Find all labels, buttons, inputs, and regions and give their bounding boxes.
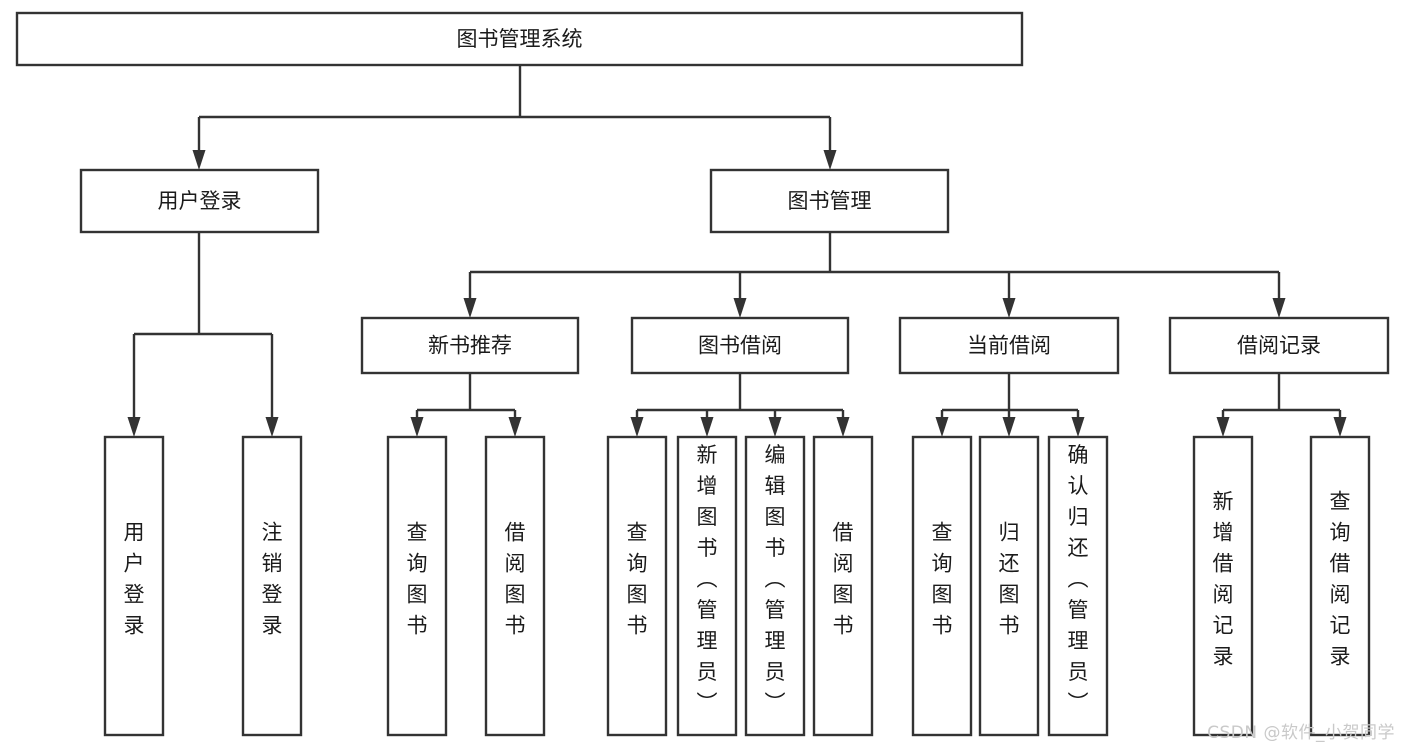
node-leaf-0-box[interactable] bbox=[103, 435, 165, 737]
node-leaf-11[interactable]: 新增借阅记录 bbox=[1192, 435, 1254, 737]
node-leaf-1-box[interactable] bbox=[241, 435, 303, 737]
node-level3-1[interactable]: 图书借阅 bbox=[630, 316, 850, 375]
node-leaf-8[interactable]: 查询图书 bbox=[911, 435, 973, 737]
node-leaf-8-label: 查询图书 bbox=[932, 521, 953, 638]
node-leaf-9-label: 归还图书 bbox=[999, 521, 1020, 638]
new-book-rec-arrow-0-head bbox=[410, 417, 424, 437]
node-level3-2-label: 当前借阅 bbox=[967, 334, 1051, 358]
node-leaf-12[interactable]: 查询借阅记录 bbox=[1309, 435, 1371, 737]
node-root-0[interactable]: 图书管理系统 bbox=[15, 11, 1024, 67]
node-level3-1-label: 图书借阅 bbox=[698, 334, 782, 358]
node-leaf-5-label: 新增图书︵管理员︶ bbox=[697, 443, 718, 715]
node-leaf-6[interactable]: 编辑图书︵管理员︶ bbox=[744, 435, 806, 737]
node-level3-3-label: 借阅记录 bbox=[1237, 334, 1321, 358]
borrow-record-arrow-0-head bbox=[1216, 417, 1230, 437]
node-leaf-4-label: 查询图书 bbox=[627, 521, 648, 638]
book-borrow-arrow-3-head bbox=[836, 417, 850, 437]
user-login-arrow-1-head bbox=[265, 417, 279, 437]
root-arrow-1-head bbox=[823, 150, 837, 170]
node-leaf-3-label: 借阅图书 bbox=[505, 521, 526, 638]
node-level3-0[interactable]: 新书推荐 bbox=[360, 316, 580, 375]
node-leaf-7-box[interactable] bbox=[812, 435, 874, 737]
node-level2-0-box[interactable] bbox=[79, 168, 320, 234]
node-leaf-11-box[interactable] bbox=[1192, 435, 1254, 737]
node-root-0-box[interactable] bbox=[15, 11, 1024, 67]
node-leaf-4-box[interactable] bbox=[606, 435, 668, 737]
book-manage-arrow-1-head bbox=[733, 298, 747, 318]
node-leaf-1-label: 注销登录 bbox=[262, 521, 283, 638]
node-level2-1[interactable]: 图书管理 bbox=[709, 168, 950, 234]
node-leaf-10-label: 确认归还︵管理员︶ bbox=[1068, 443, 1089, 715]
current-borrow-arrow-2-head bbox=[1071, 417, 1085, 437]
node-leaf-2-box[interactable] bbox=[386, 435, 448, 737]
node-leaf-0-label: 用户登录 bbox=[124, 521, 145, 638]
node-leaf-5-box[interactable] bbox=[676, 435, 738, 737]
book-manage-arrow-0-head bbox=[463, 298, 477, 318]
node-leaf-6-box[interactable] bbox=[744, 435, 806, 737]
node-level3-2-box[interactable] bbox=[898, 316, 1120, 375]
node-leaf-7-label: 借阅图书 bbox=[833, 521, 854, 638]
node-leaf-12-box[interactable] bbox=[1309, 435, 1371, 737]
book-borrow-arrow-1-head bbox=[700, 417, 714, 437]
book-borrow-arrow-0-head bbox=[630, 417, 644, 437]
node-leaf-12-label: 查询借阅记录 bbox=[1330, 490, 1351, 669]
node-leaf-1[interactable]: 注销登录 bbox=[241, 435, 303, 737]
node-layer: 图书管理系统用户登录图书管理新书推荐图书借阅当前借阅借阅记录用户登录注销登录查询… bbox=[15, 11, 1390, 737]
node-leaf-5[interactable]: 新增图书︵管理员︶ bbox=[676, 435, 738, 737]
book-manage-arrow-3-head bbox=[1272, 298, 1286, 318]
node-level3-0-label: 新书推荐 bbox=[428, 334, 512, 358]
root-arrow-0-head bbox=[192, 150, 206, 170]
borrow-record-arrow-1-head bbox=[1333, 417, 1347, 437]
node-level3-0-box[interactable] bbox=[360, 316, 580, 375]
node-leaf-7[interactable]: 借阅图书 bbox=[812, 435, 874, 737]
book-borrow-arrow-2-head bbox=[768, 417, 782, 437]
node-leaf-10-box[interactable] bbox=[1047, 435, 1109, 737]
node-leaf-6-label: 编辑图书︵管理员︶ bbox=[765, 443, 786, 715]
node-leaf-3-box[interactable] bbox=[484, 435, 546, 737]
node-leaf-0[interactable]: 用户登录 bbox=[103, 435, 165, 737]
node-level3-2[interactable]: 当前借阅 bbox=[898, 316, 1120, 375]
node-leaf-2[interactable]: 查询图书 bbox=[386, 435, 448, 737]
node-level3-3[interactable]: 借阅记录 bbox=[1168, 316, 1390, 375]
node-level2-1-label: 图书管理 bbox=[788, 189, 872, 213]
node-leaf-9-box[interactable] bbox=[978, 435, 1040, 737]
connector-layer bbox=[127, 65, 1347, 437]
book-manage-arrow-2-head bbox=[1002, 298, 1016, 318]
node-leaf-9[interactable]: 归还图书 bbox=[978, 435, 1040, 737]
node-leaf-4[interactable]: 查询图书 bbox=[606, 435, 668, 737]
node-level2-1-box[interactable] bbox=[709, 168, 950, 234]
node-level3-3-box[interactable] bbox=[1168, 316, 1390, 375]
node-root-0-label: 图书管理系统 bbox=[457, 27, 583, 51]
node-leaf-3[interactable]: 借阅图书 bbox=[484, 435, 546, 737]
user-login-arrow-0-head bbox=[127, 417, 141, 437]
csdn-watermark: CSDN @软件_小贺同学 bbox=[1207, 723, 1395, 743]
new-book-rec-arrow-1-head bbox=[508, 417, 522, 437]
current-borrow-arrow-0-head bbox=[935, 417, 949, 437]
current-borrow-arrow-1-head bbox=[1002, 417, 1016, 437]
node-level2-0-label: 用户登录 bbox=[158, 189, 242, 213]
node-level2-0[interactable]: 用户登录 bbox=[79, 168, 320, 234]
node-leaf-10[interactable]: 确认归还︵管理员︶ bbox=[1047, 435, 1109, 737]
node-leaf-8-box[interactable] bbox=[911, 435, 973, 737]
node-leaf-11-label: 新增借阅记录 bbox=[1213, 490, 1234, 669]
node-leaf-2-label: 查询图书 bbox=[407, 521, 428, 638]
node-level3-1-box[interactable] bbox=[630, 316, 850, 375]
